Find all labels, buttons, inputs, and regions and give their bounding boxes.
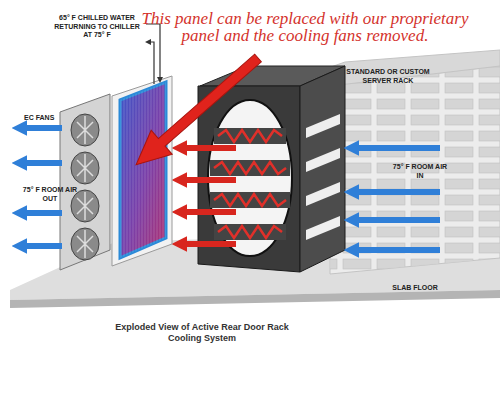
hot-air-arrows: [184, 148, 236, 244]
server-slots: [330, 66, 500, 274]
air-in-arrow: [356, 247, 440, 253]
callout-arrow-shape: [126, 46, 269, 177]
air-in-arrow: [356, 217, 440, 223]
server-tray: [214, 224, 286, 240]
heat-coil: [218, 226, 282, 238]
flow-label: 65° F CHILLED WATER RETURNING TO CHILLER…: [50, 14, 144, 40]
hot-air-arrow: [184, 209, 236, 215]
hot-air-arrow: [184, 145, 236, 151]
callout-note: This panel can be replaced with our prop…: [132, 10, 478, 44]
coil-panel: [120, 82, 166, 258]
server-unit: [306, 182, 340, 206]
coil-fins: [120, 82, 166, 258]
supply-pipe: [146, 24, 160, 80]
floor-edge: [10, 290, 500, 308]
flow-label: 75° F ROOM AIR OUT: [22, 186, 78, 203]
heat-coil: [214, 162, 286, 174]
callout-arrow: [126, 46, 269, 177]
background-racks: [300, 50, 500, 274]
air-in-arrow: [356, 145, 440, 151]
flow-label: 75° F ROOM AIR IN: [392, 163, 448, 180]
hot-air-arrow: [184, 241, 236, 247]
air-out-arrow: [24, 243, 62, 249]
rear-door: [112, 76, 172, 266]
door-frame: [112, 76, 172, 266]
server-unit: [306, 148, 340, 172]
server-tray: [210, 192, 290, 208]
fan-blades: [77, 116, 93, 258]
water-pipes: [146, 24, 160, 84]
hot-air-arrow: [184, 177, 236, 183]
rack-front: [300, 66, 345, 272]
part-label: EC FANS: [24, 114, 74, 123]
air-out-arrow: [24, 210, 62, 216]
server-unit: [306, 114, 340, 138]
part-label: SLAB FLOOR: [380, 284, 450, 293]
figure-caption: Exploded View of Active Rear Door Rack C…: [104, 322, 300, 344]
air-out-arrow: [24, 160, 62, 166]
server-tray: [214, 128, 286, 144]
server-unit: [306, 216, 340, 240]
air-out-arrow: [24, 125, 62, 131]
fan-frame: [60, 94, 110, 270]
air-in-arrow: [356, 189, 440, 195]
heat-coil: [214, 194, 286, 206]
part-label: STANDARD OR CUSTOM SERVER RACK: [336, 68, 440, 85]
heat-coil: [218, 130, 282, 142]
fan-module: [60, 94, 110, 270]
server-tray: [210, 160, 290, 176]
rack-row: [330, 66, 500, 274]
return-pipe: [148, 42, 154, 84]
